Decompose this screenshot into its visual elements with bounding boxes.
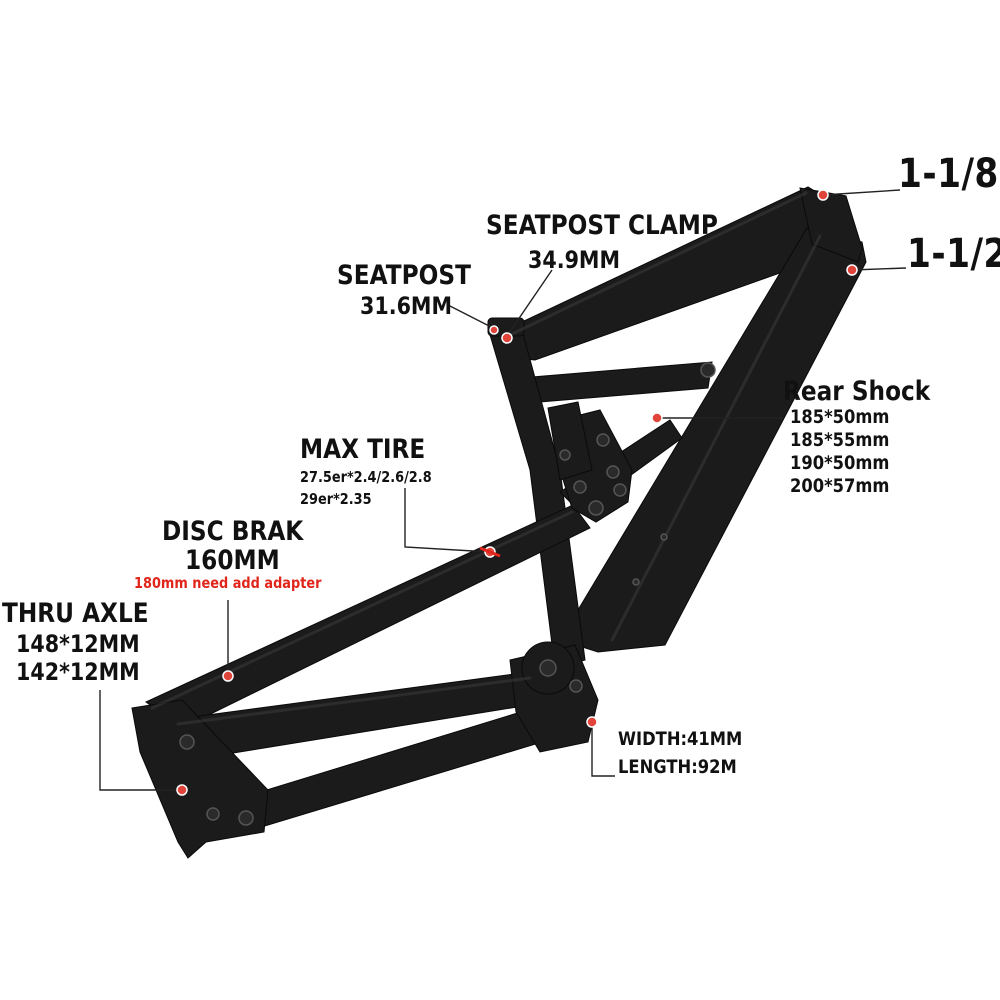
rear-shock-size: 190*50mm (790, 452, 890, 474)
thru-axle-title: THRU AXLE (2, 598, 149, 629)
rear-shock-body (547, 401, 593, 481)
rear-shock-size: 200*57mm (790, 475, 890, 497)
max-tire-title: MAX TIRE (300, 434, 426, 465)
rear-shock-title: Rear Shock (783, 376, 931, 407)
disc-brake-adapter-note: 180mm need add adapter (134, 574, 322, 592)
rear-shock-size: 185*55mm (790, 429, 890, 451)
marker-bottom-bracket (586, 716, 598, 728)
thru-axle-size: 148*12MM (16, 630, 140, 658)
leader-lines (99, 189, 907, 791)
marker-headtube-bottom (846, 264, 858, 276)
marker-seatpost (489, 325, 499, 335)
marker-disc-brake (222, 670, 234, 682)
marker-rear-shock (651, 412, 663, 424)
frame-bolts (179, 362, 716, 826)
max-tire-size: 29er*2.35 (300, 490, 372, 508)
rear-shock-size: 185*50mm (790, 406, 890, 428)
bottom-bracket-length: LENGTH:92M (618, 756, 737, 778)
disc-brake-title: DISC BRAK (162, 516, 304, 547)
seatpost-clamp-title: SEATPOST CLAMP (486, 210, 718, 241)
tire-clearance-mark (479, 546, 501, 558)
marker-headtube-top (817, 189, 829, 201)
seatpost-clamp-size: 34.9MM (528, 246, 621, 274)
headtube-top-size: 1-1/8 (898, 151, 999, 197)
max-tire-size: 27.5er*2.4/2.6/2.8 (300, 468, 432, 486)
frame-highlights (150, 191, 822, 726)
marker-seatpost-clamp (501, 332, 513, 344)
disc-brake-size: 160MM (185, 545, 280, 576)
seatpost-size: 31.6MM (360, 292, 453, 320)
callout-markers (176, 189, 858, 796)
marker-thru-axle (176, 784, 188, 796)
rear-dropout (131, 699, 269, 859)
seatpost-title: SEATPOST (337, 260, 471, 291)
bottom-bracket-width: WIDTH:41MM (618, 728, 743, 750)
thru-axle-size: 142*12MM (16, 658, 140, 686)
triangle-strut (519, 361, 713, 403)
headtube-bottom-size: 1-1/2 (907, 231, 1000, 277)
frame-body (131, 186, 867, 859)
